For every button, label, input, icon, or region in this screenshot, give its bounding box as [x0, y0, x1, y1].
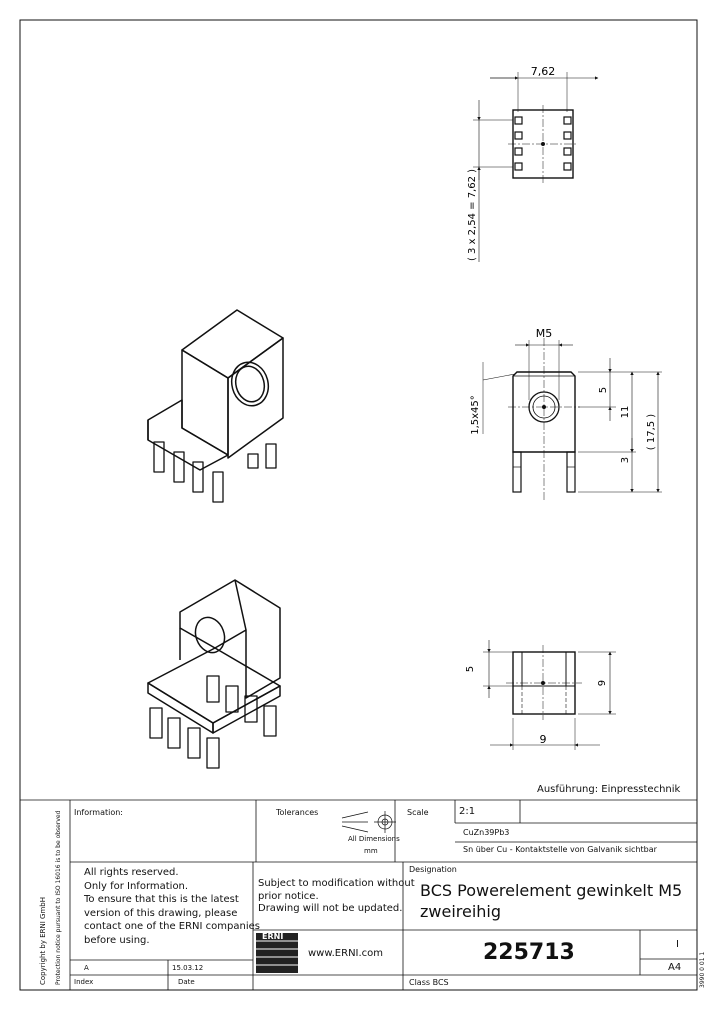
revision-index: A — [84, 964, 89, 972]
modification-notice: Subject to modification without prior no… — [258, 878, 415, 914]
title-block-grid — [20, 799, 697, 990]
logo-text: ERNI — [262, 932, 284, 941]
rights-notice: All rights reserved. Only for Informatio… — [84, 867, 260, 946]
execution-note: Ausführung: Einpresstechnik — [537, 784, 681, 795]
dim-thread: M5 — [536, 327, 553, 340]
material: CuZn39Pb3 — [463, 828, 510, 837]
dim-side-5: 5 — [465, 666, 476, 672]
dim-front-5: 5 — [598, 387, 609, 393]
information-label: Information: — [74, 808, 124, 817]
tolerances-label: Tolerances — [276, 808, 319, 817]
scale-label: Scale — [407, 808, 429, 817]
mm-label: mm — [364, 847, 378, 855]
isometric-view-lower — [147, 579, 281, 769]
dim-side-9-horizontal: 9 — [540, 733, 547, 746]
copyright-note: Copyright by ERNI GmbH — [39, 896, 47, 985]
dim-top-height: ( 3 x 2,54 = 7,62 ) — [467, 169, 478, 261]
side-view — [483, 640, 616, 750]
document-code: 3990 0 01 1 — [699, 951, 706, 988]
class-label: Class BCS — [409, 978, 449, 987]
top-view — [473, 72, 599, 262]
revision-date: 15.03.12 — [172, 964, 204, 972]
website: www.ERNI.com — [308, 948, 384, 959]
erni-logo — [256, 933, 298, 973]
sheet-mark: I — [676, 939, 679, 950]
index-label: Index — [74, 978, 94, 986]
tolerance-symbol — [341, 811, 396, 833]
sheet-frame — [19, 19, 698, 991]
dim-front-11: 11 — [620, 406, 631, 419]
dim-side-9-vertical: 9 — [597, 680, 608, 686]
dim-top-width: 7,62 — [531, 65, 556, 78]
scale-value: 2:1 — [459, 806, 476, 817]
dim-front-17-5: ( 17,5 ) — [646, 414, 657, 451]
surface-finish: Sn über Cu - Kontaktstelle von Galvanik … — [463, 845, 657, 854]
isometric-view-upper — [147, 309, 284, 503]
designation-label: Designation — [409, 865, 457, 874]
date-label: Date — [178, 978, 195, 986]
dim-front-3: 3 — [620, 457, 631, 463]
all-dimensions-label: All Dimensions — [348, 835, 400, 843]
sheet-size: A4 — [668, 962, 682, 973]
front-view — [482, 338, 662, 500]
part-number: 225713 — [483, 940, 575, 965]
iso-protection-note: Protection notice pursuant to ISO 16016 … — [55, 810, 62, 985]
designation-title: BCS Powerelement gewinkelt M5 zweireihig — [420, 881, 683, 921]
dim-chamfer: 1,5x45° — [470, 395, 481, 435]
